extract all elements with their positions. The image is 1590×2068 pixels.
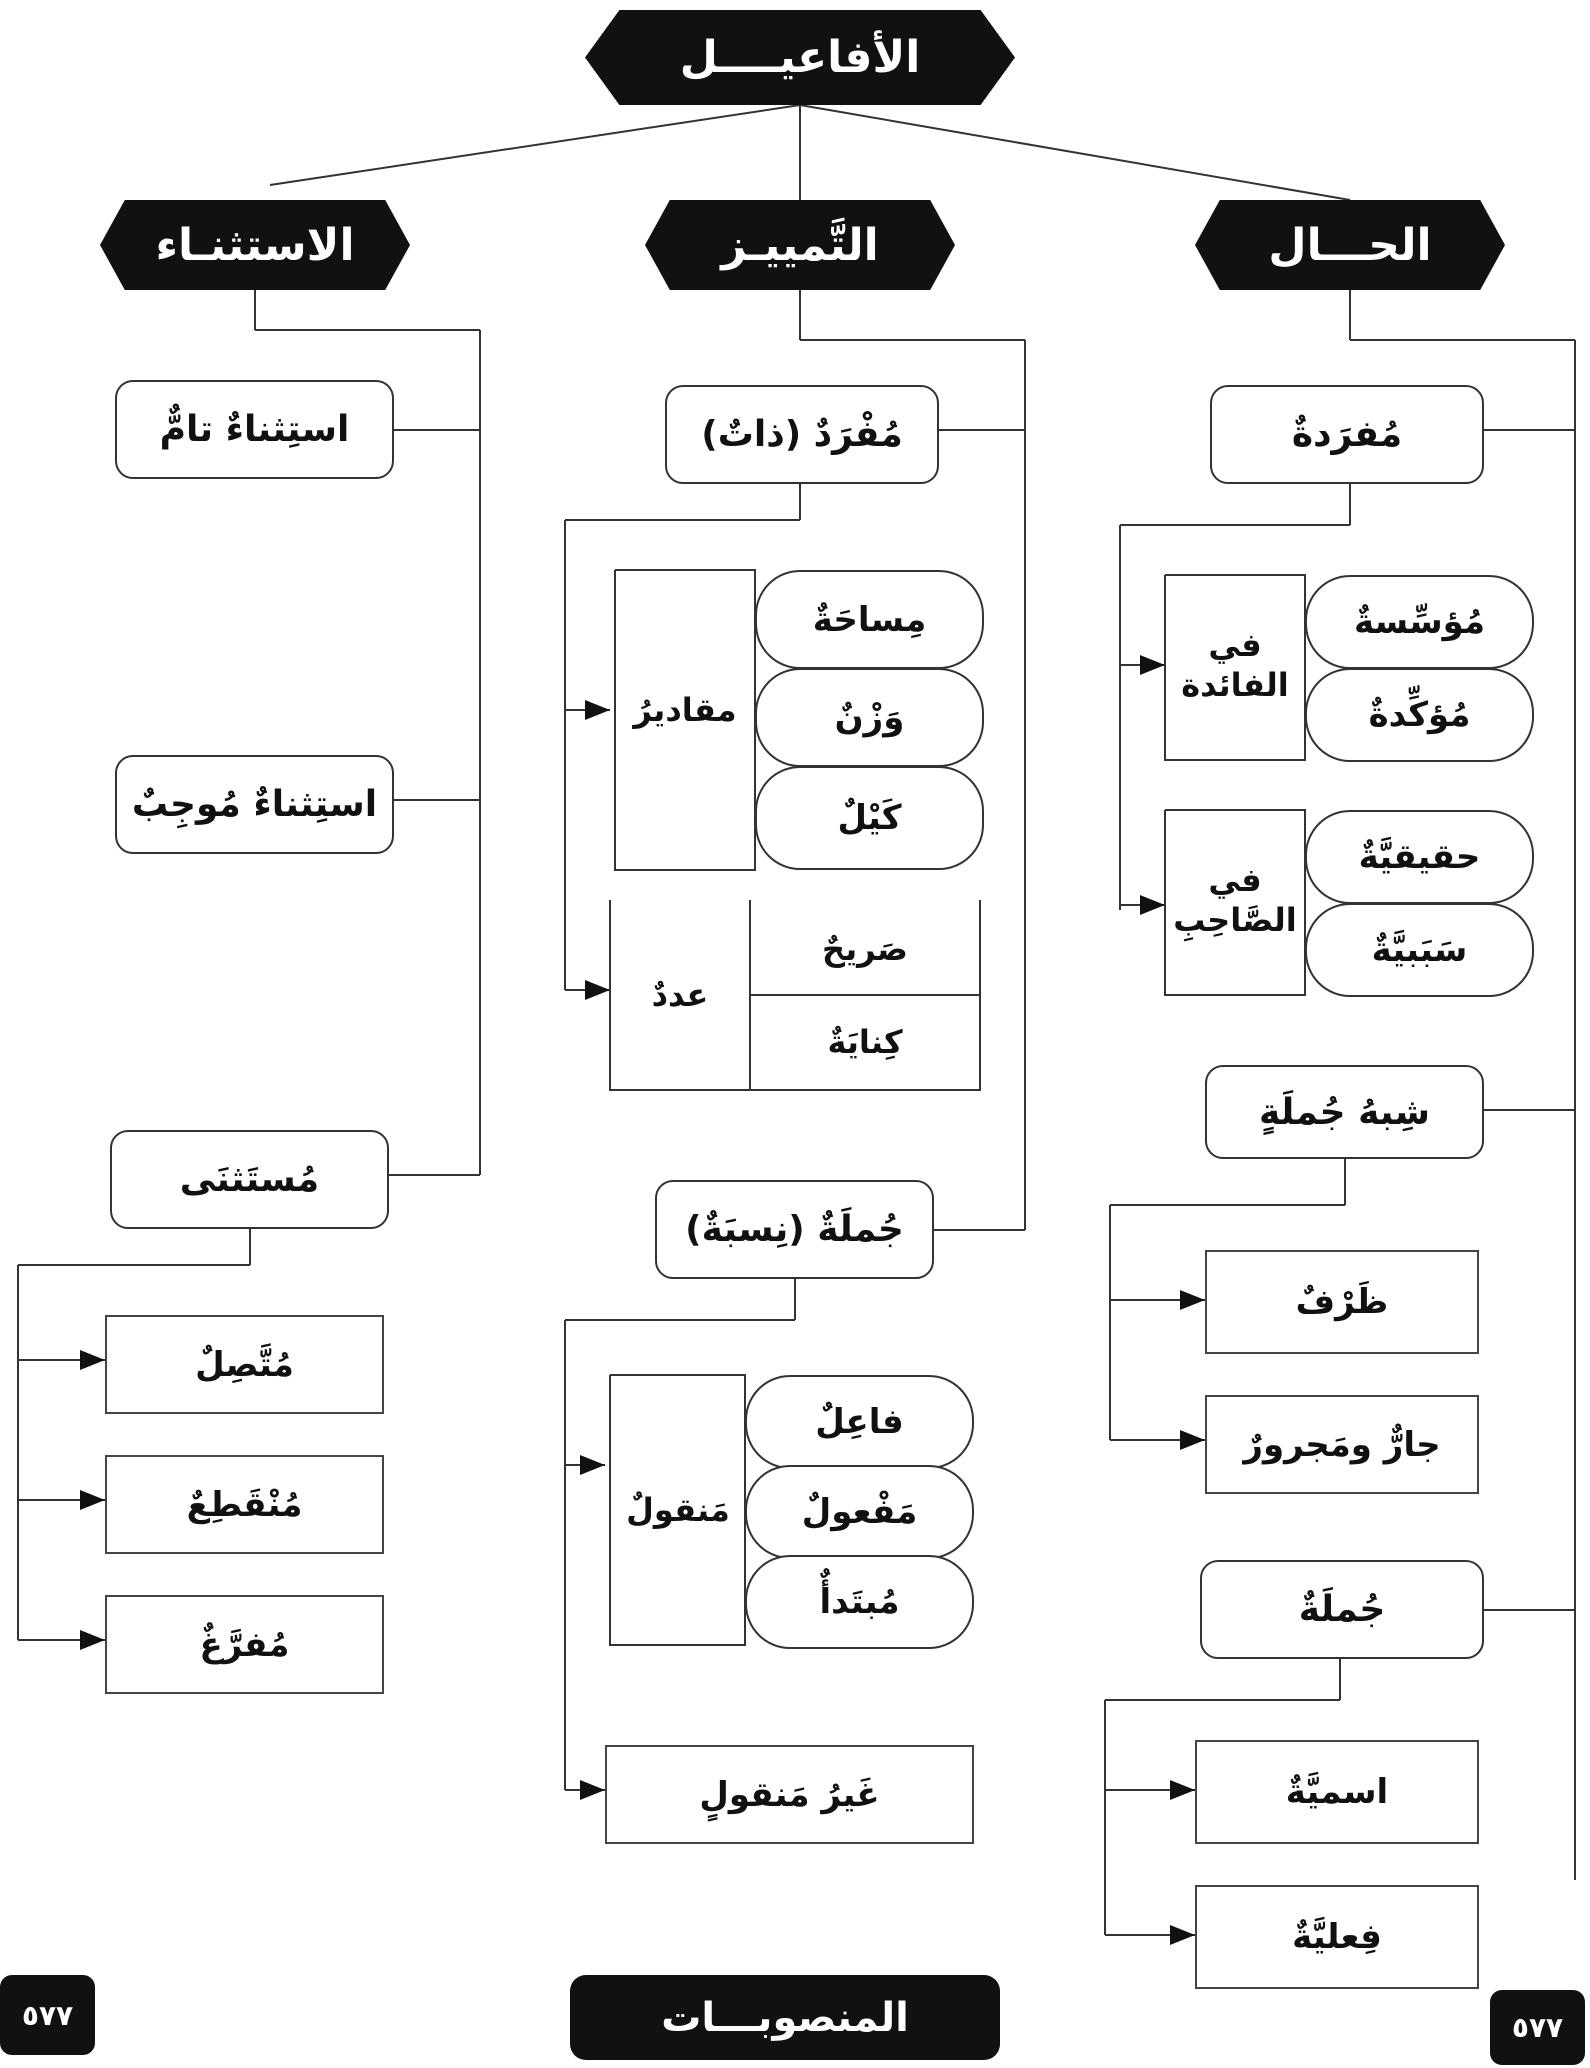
page-number-left: ٥٧٧ <box>0 1975 95 2055</box>
tamyiz-maqadir-label: مقاديرُ <box>633 691 737 729</box>
hal-sababiyya-pill: سَبَبيَّةٌ <box>1305 903 1534 997</box>
tamyiz-manqul-label: مَنقولٌ <box>626 1491 730 1529</box>
tamyiz-maful-pill: مَفْعولٌ <box>745 1465 974 1559</box>
tamyiz-wazn-pill: وَزْنٌ <box>755 668 984 767</box>
istithna-mustathna-box: مُستَثنَى <box>110 1130 389 1229</box>
branch-istithna-banner: الاستثنـاء <box>100 200 410 290</box>
tamyiz-kinaya-label: كِنايَةٌ <box>827 1023 903 1061</box>
branch-hal-banner: الحـــال <box>1195 200 1505 290</box>
tamyiz-jumla-nisba-box: جُملَةٌ (نِسبَةٌ) <box>655 1180 934 1279</box>
tamyiz-misaha-pill: مِساحَةٌ <box>755 570 984 669</box>
istithna-mujab-box: استِثناءٌ مُوجِبٌ <box>115 755 394 854</box>
hal-fi-assahib-label: في الصَّاحِبِ <box>1173 861 1297 939</box>
hal-shibh-jumla-box: شِبهُ جُملَةٍ <box>1205 1065 1484 1159</box>
tamyiz-kayl-pill: كَيْلٌ <box>755 766 984 870</box>
hal-fi-alfaida-label: في الفائدة <box>1181 626 1289 704</box>
tamyiz-fail-pill: فاعِلٌ <box>745 1375 974 1469</box>
hal-zarf-box: ظَرْفٌ <box>1205 1250 1479 1354</box>
istithna-tamm-box: استِثناءٌ تامٌّ <box>115 380 394 479</box>
hal-jar-majrur-box: جارٌّ ومَجرورٌ <box>1205 1395 1479 1494</box>
title-banner: الأفاعيــــل <box>585 10 1015 105</box>
hal-haqiqiyya-pill: حقيقيَّةٌ <box>1305 810 1534 904</box>
tamyiz-sarih-label: صَريحٌ <box>822 930 908 968</box>
page-number-right: ٥٧٧ <box>1490 1990 1585 2065</box>
hal-ismiyya-box: اسميَّةٌ <box>1195 1740 1479 1844</box>
footer-banner: المنصوبـــات <box>570 1975 1000 2060</box>
tamyiz-mufrad-dhat-box: مُفْرَدٌ (ذاتٌ) <box>665 385 939 484</box>
istithna-mufarragh-box: مُفرَّغٌ <box>105 1595 384 1694</box>
istithna-munqati-box: مُنْقَطِعٌ <box>105 1455 384 1554</box>
tamyiz-ghayr-manqul-box: غَيرُ مَنقولٍ <box>605 1745 974 1844</box>
branch-tamyiz-banner: التَّمييـز <box>645 200 955 290</box>
tamyiz-adad-label: عددٌ <box>651 976 709 1014</box>
hal-jumla-box: جُملَةٌ <box>1200 1560 1484 1659</box>
hal-mufrada-box: مُفرَدةٌ <box>1210 385 1484 484</box>
hal-muassisa-pill: مُؤسِّسةٌ <box>1305 575 1534 669</box>
tamyiz-mubtada-pill: مُبتَدأٌ <box>745 1555 974 1649</box>
hal-filiyya-box: فِعليَّةٌ <box>1195 1885 1479 1989</box>
istithna-muttasil-box: مُتَّصِلٌ <box>105 1315 384 1414</box>
hal-muakkida-pill: مُؤكِّدةٌ <box>1305 668 1534 762</box>
